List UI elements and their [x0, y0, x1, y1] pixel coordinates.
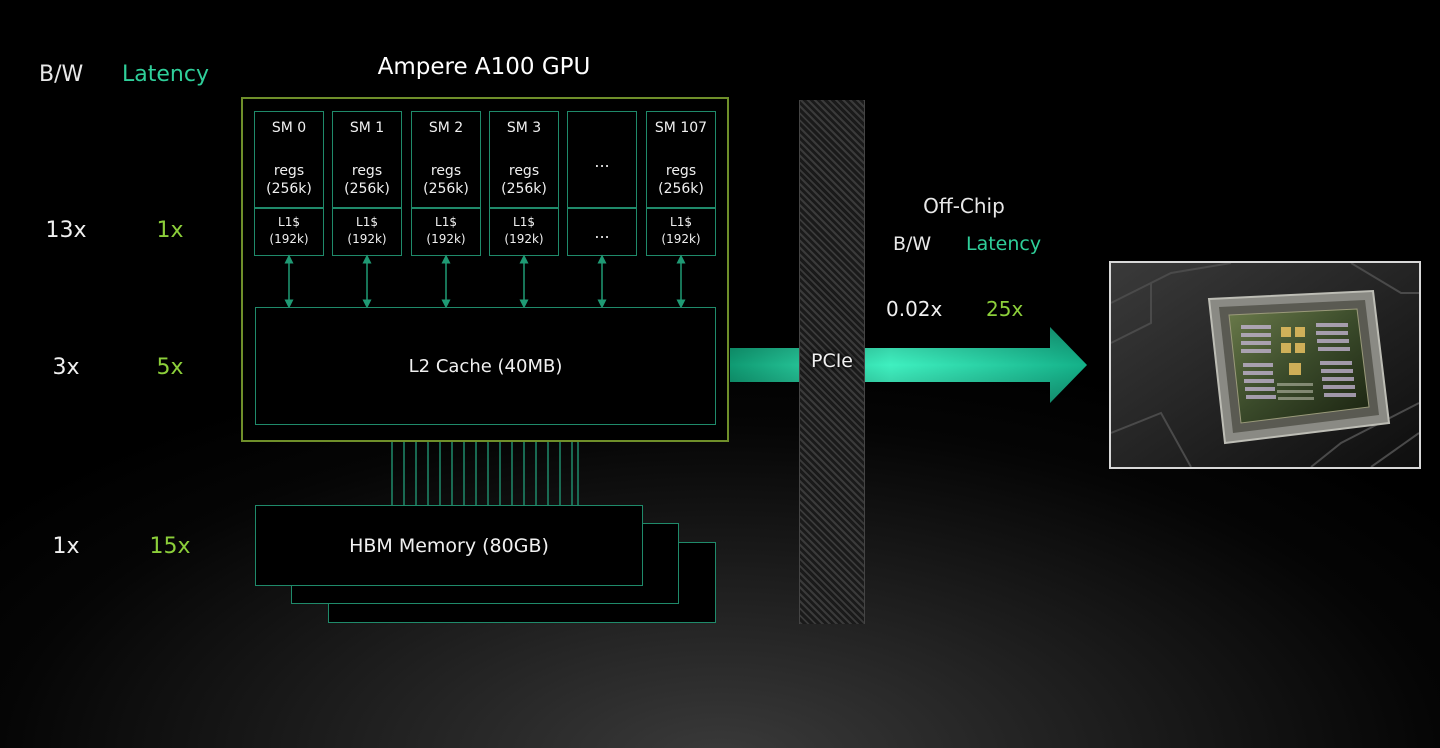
sm-l1: L1$ (192k) [647, 214, 715, 248]
sm-l2-arrows [284, 254, 686, 309]
left-latency-header: Latency [122, 62, 209, 87]
sm-regs-size: (256k) [266, 181, 312, 197]
sm-regs: regs (256k) [647, 162, 715, 198]
sm-regs-label: regs [351, 163, 383, 179]
gpu-chip-photo [1109, 261, 1421, 469]
sm-regs-label: regs [430, 163, 462, 179]
sm-registers-cell: SM 0 regs (256k) [254, 111, 324, 208]
l2-latency-value: 5x [156, 355, 184, 380]
sm-l1: L1$ (192k) [412, 214, 480, 248]
off-chip-latency-header: Latency [966, 233, 1042, 255]
sm-regs: regs (256k) [412, 162, 480, 198]
sm-block: SM 3 regs (256k) L1$ (192k) [489, 111, 559, 256]
sm-bw-value: 13x [45, 218, 87, 243]
sm-l1: L1$ (192k) [490, 214, 558, 248]
sm-registers-cell: SM 1 regs (256k) [332, 111, 402, 208]
sm-l1-cell: L1$ (192k) [254, 208, 324, 256]
off-chip-bw-value: 0.02x [886, 297, 943, 321]
sm-l1-size: (192k) [661, 232, 701, 246]
chip-illustration [1111, 263, 1419, 467]
pcie-label: PCIe [810, 350, 854, 372]
sm-l1-size: (192k) [504, 232, 544, 246]
off-chip-bw-header: B/W [893, 233, 932, 255]
sm-l1: L1$ (192k) [333, 214, 401, 248]
l2-cache-label: L2 Cache (40MB) [408, 355, 563, 377]
sm-name: SM 107 [654, 120, 708, 136]
sm-block: SM 107 regs (256k) L1$ (192k) [646, 111, 716, 256]
hbm-memory-label: HBM Memory (80GB) [349, 534, 549, 557]
sm-l1-size: (192k) [347, 232, 387, 246]
l2-hbm-bus [391, 442, 579, 505]
sm-regs-size: (256k) [658, 181, 704, 197]
sm-block-ellipsis: ... ... [567, 111, 637, 256]
sm-registers-cell: SM 3 regs (256k) [489, 111, 559, 208]
sm-regs-size: (256k) [501, 181, 547, 197]
sm-ellipsis-bottom-cell: ... [567, 208, 637, 256]
sm-regs: regs (256k) [333, 162, 401, 198]
hbm-bw-value: 1x [52, 534, 80, 559]
sm-l1-cell: L1$ (192k) [411, 208, 481, 256]
sm-l1-cell: L1$ (192k) [489, 208, 559, 256]
sm-block: SM 1 regs (256k) L1$ (192k) [332, 111, 402, 256]
l2-cache-block: L2 Cache (40MB) [255, 307, 716, 425]
sm-regs: regs (256k) [255, 162, 323, 198]
hbm-latency-value: 15x [149, 534, 191, 559]
sm-name: SM 1 [349, 120, 385, 136]
sm-l1-cell: L1$ (192k) [646, 208, 716, 256]
sm-block: SM 0 regs (256k) L1$ (192k) [254, 111, 324, 256]
sm-l1-label: L1$ [278, 215, 300, 229]
sm-block: SM 2 regs (256k) L1$ (192k) [411, 111, 481, 256]
sm-name: SM 2 [428, 120, 464, 136]
sm-latency-value: 1x [156, 218, 184, 243]
off-chip-latency-value: 25x [986, 297, 1024, 321]
hbm-memory-block: HBM Memory (80GB) [255, 505, 643, 586]
sm-l1-label: L1$ [435, 215, 457, 229]
sm-l1-label: L1$ [356, 215, 378, 229]
sm-regs-size: (256k) [423, 181, 469, 197]
sm-registers-cell: SM 107 regs (256k) [646, 111, 716, 208]
sm-regs-label: regs [273, 163, 305, 179]
sm-ellipsis-top-cell: ... [567, 111, 637, 208]
sm-registers-cell: SM 2 regs (256k) [411, 111, 481, 208]
sm-l1-cell: L1$ (192k) [332, 208, 402, 256]
off-chip-title: Off-Chip [923, 194, 1005, 218]
gpu-title: Ampere A100 GPU [377, 54, 591, 80]
sm-regs-size: (256k) [344, 181, 390, 197]
sm-regs-label: regs [508, 163, 540, 179]
sm-name: SM 3 [506, 120, 542, 136]
ellipsis-top: ... [594, 152, 610, 171]
l2-bw-value: 3x [52, 355, 80, 380]
sm-l1-label: L1$ [513, 215, 535, 229]
pcie-arrow [730, 327, 1087, 403]
sm-l1: L1$ (192k) [255, 214, 323, 248]
pcie-bus [799, 100, 865, 624]
left-bw-header: B/W [39, 62, 84, 87]
sm-l1-label: L1$ [670, 215, 692, 229]
ellipsis-bottom: ... [594, 223, 610, 242]
sm-regs: regs (256k) [490, 162, 558, 198]
sm-regs-label: regs [665, 163, 697, 179]
sm-l1-size: (192k) [426, 232, 466, 246]
sm-name: SM 0 [271, 120, 307, 136]
sm-l1-size: (192k) [269, 232, 309, 246]
